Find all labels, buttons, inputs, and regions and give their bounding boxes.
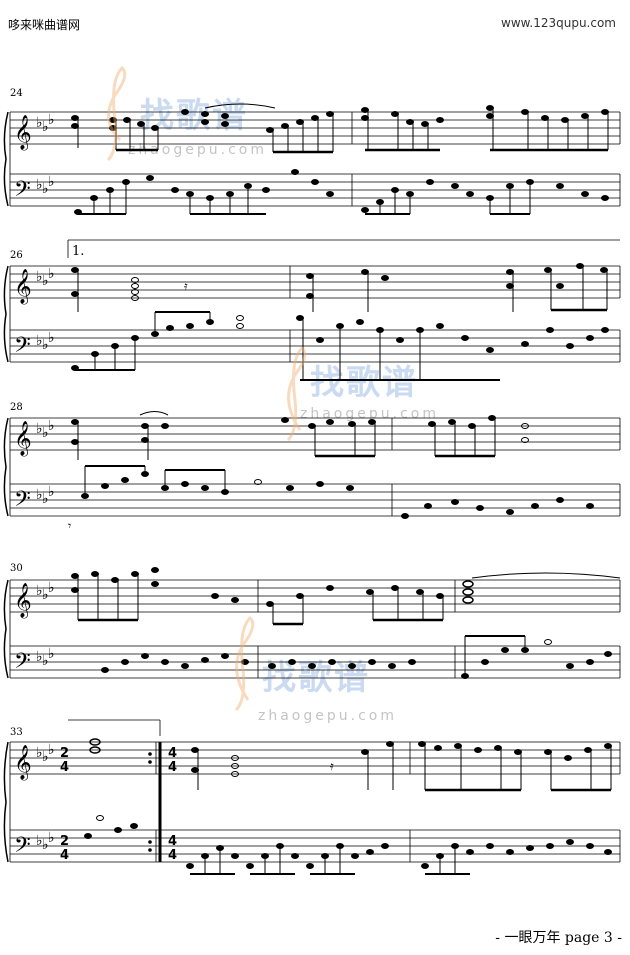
svg-text:2: 2 bbox=[60, 834, 69, 849]
site-url: www.123qupu.com bbox=[501, 16, 616, 30]
system-3-notes: 𝄾 bbox=[68, 411, 594, 533]
svg-text:♭: ♭ bbox=[42, 653, 49, 669]
system-2-notes: 𝄿 bbox=[71, 263, 609, 381]
svg-text:4: 4 bbox=[168, 834, 177, 849]
system-4-clefs: 𝄞 𝄢 ♭♭♭ ♭♭♭ bbox=[14, 580, 55, 679]
page-footer: - 一眼万年 page 3 - bbox=[495, 930, 622, 946]
bass-clef-icon: 𝄢 bbox=[14, 487, 31, 517]
svg-text:♭: ♭ bbox=[42, 181, 49, 197]
system-3-clefs: 𝄞 𝄢 ♭♭♭ ♭♭♭ bbox=[14, 418, 55, 517]
system-1-clefs: 𝄞 𝄢 ♭♭♭ ♭♭♭ bbox=[14, 112, 55, 207]
svg-text:♭: ♭ bbox=[42, 425, 49, 441]
system-5-notes: 𝄿 bbox=[84, 738, 612, 875]
time-sig-4-4-bottom: 4 bbox=[168, 760, 177, 775]
svg-text:♭: ♭ bbox=[48, 580, 55, 596]
measure-number-28: 28 bbox=[10, 402, 23, 413]
svg-text:♭: ♭ bbox=[42, 837, 49, 853]
measure-number-33: 33 bbox=[10, 727, 23, 738]
watermark-url: zhaogepu.com bbox=[128, 142, 267, 158]
treble-clef-icon: 𝄞 bbox=[14, 583, 32, 619]
watermark-logo-2: 找歌谱 bbox=[310, 363, 418, 403]
measure-number-26: 26 bbox=[10, 250, 23, 261]
treble-clef-icon: 𝄞 bbox=[14, 421, 32, 457]
svg-text:♭: ♭ bbox=[36, 269, 43, 285]
time-sig-2-4-top: 2 bbox=[60, 746, 69, 761]
svg-text:♭: ♭ bbox=[48, 112, 55, 128]
svg-text:♭: ♭ bbox=[48, 742, 55, 758]
svg-text:♭: ♭ bbox=[42, 749, 49, 765]
svg-text:𝄿: 𝄿 bbox=[330, 759, 334, 773]
system-1-notes bbox=[71, 103, 609, 215]
svg-text:♭: ♭ bbox=[48, 330, 55, 346]
svg-text:♭: ♭ bbox=[36, 745, 43, 761]
treble-clef-icon: 𝄞 bbox=[14, 115, 32, 151]
svg-text:♭: ♭ bbox=[36, 421, 43, 437]
measure-number-24: 24 bbox=[10, 88, 23, 99]
system-4-notes bbox=[71, 567, 621, 679]
treble-clef-icon: 𝄞 bbox=[14, 745, 32, 781]
svg-text:♭: ♭ bbox=[42, 119, 49, 135]
site-name: 哆来咪曲谱网 bbox=[8, 18, 81, 32]
system-5-clefs: 𝄞 𝄢 ♭♭♭ ♭♭♭ 2 4 2 4 4 4 4 4 bbox=[14, 742, 177, 863]
watermark-clef-icon bbox=[106, 65, 307, 712]
measure-number-30: 30 bbox=[10, 563, 23, 574]
svg-text:♭: ♭ bbox=[42, 491, 49, 507]
system-2-clefs: 𝄞 𝄢 ♭♭♭ ♭♭♭ bbox=[14, 266, 55, 363]
watermark-url-3: zhaogepu.com bbox=[258, 708, 397, 724]
svg-text:♭: ♭ bbox=[48, 830, 55, 846]
svg-text:♭: ♭ bbox=[36, 649, 43, 665]
svg-text:♭: ♭ bbox=[36, 487, 43, 503]
bass-clef-icon: 𝄢 bbox=[14, 833, 31, 863]
svg-text:♭: ♭ bbox=[48, 174, 55, 190]
system-5 bbox=[3, 719, 621, 863]
system-2 bbox=[3, 239, 621, 363]
svg-text:♭: ♭ bbox=[42, 587, 49, 603]
svg-text:♭: ♭ bbox=[36, 115, 43, 131]
time-sig-2-4-bottom: 4 bbox=[60, 760, 69, 775]
svg-text:𝄿: 𝄿 bbox=[184, 279, 188, 293]
svg-text:♭: ♭ bbox=[42, 273, 49, 289]
svg-text:𝄾: 𝄾 bbox=[68, 519, 71, 533]
svg-text:♭: ♭ bbox=[48, 646, 55, 662]
svg-text:♭: ♭ bbox=[48, 418, 55, 434]
svg-text:♭: ♭ bbox=[36, 583, 43, 599]
time-sig-4-4-top: 4 bbox=[168, 746, 177, 761]
treble-clef-icon: 𝄞 bbox=[14, 269, 32, 305]
svg-text:♭: ♭ bbox=[42, 337, 49, 353]
system-4 bbox=[3, 579, 621, 679]
svg-text:♭: ♭ bbox=[36, 177, 43, 193]
svg-text:♭: ♭ bbox=[36, 333, 43, 349]
svg-text:4: 4 bbox=[168, 848, 177, 863]
svg-text:♭: ♭ bbox=[48, 484, 55, 500]
bass-clef-icon: 𝄢 bbox=[14, 649, 31, 679]
svg-text:♭: ♭ bbox=[36, 833, 43, 849]
svg-text:♭: ♭ bbox=[48, 266, 55, 282]
bass-clef-icon: 𝄢 bbox=[14, 177, 31, 207]
svg-text:4: 4 bbox=[60, 848, 69, 863]
volta-bracket-label: 1. bbox=[72, 244, 85, 259]
bass-clef-icon: 𝄢 bbox=[14, 333, 31, 363]
repeat-dots bbox=[148, 752, 152, 852]
